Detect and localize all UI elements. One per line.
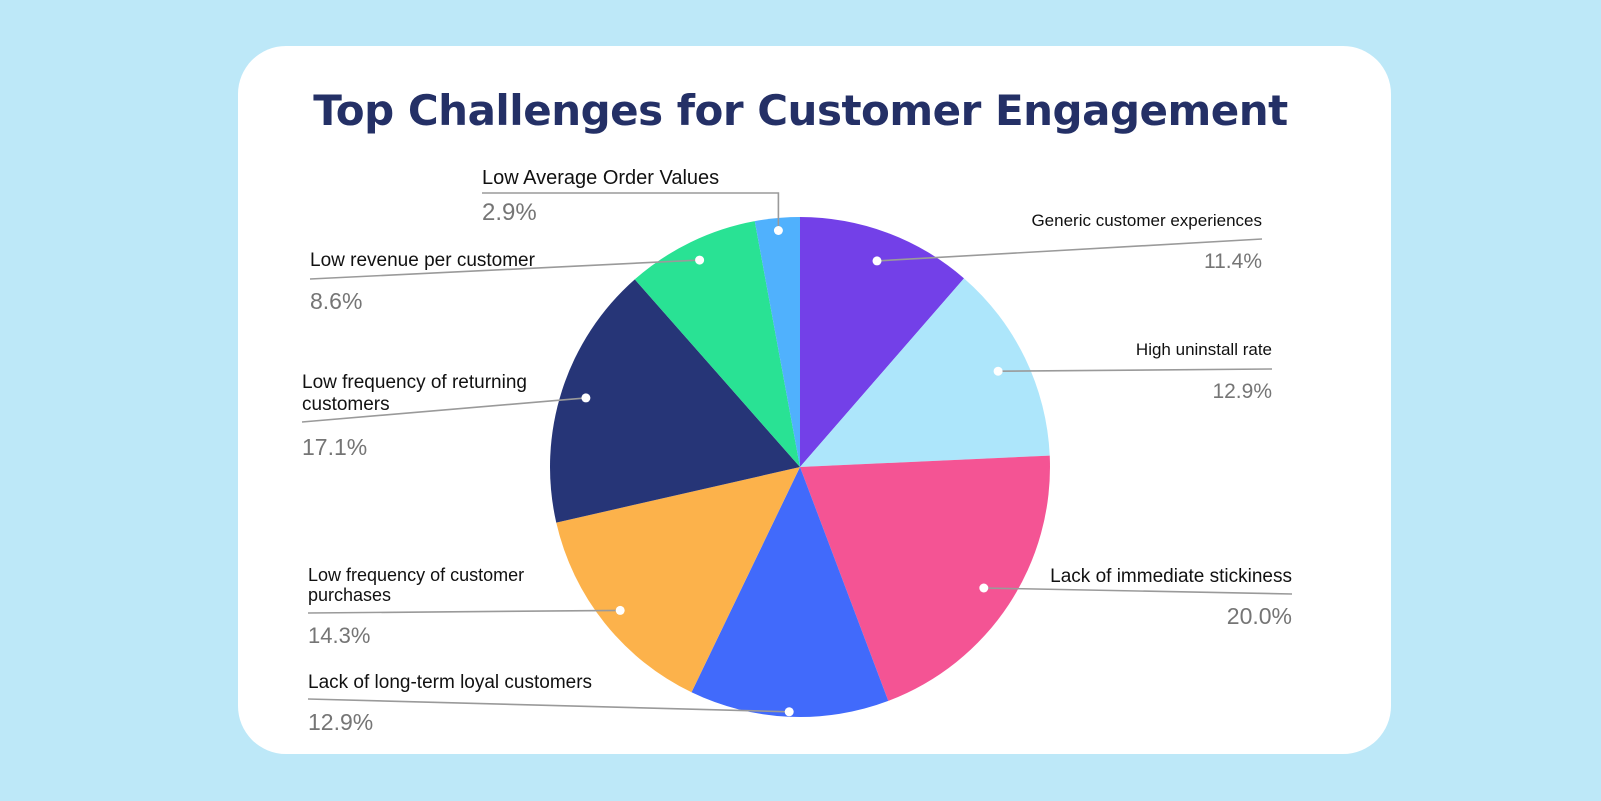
slice-value-low-revenue-per-customer: 8.6% <box>310 288 362 314</box>
slice-value-low-frequency-of-returning-customers: 17.1% <box>302 434 367 460</box>
leader-dot-low-average-order-values <box>773 226 783 235</box>
chart-title: Top Challenges for Customer Engagement <box>313 86 1288 135</box>
leader-line-low-average-order-values <box>482 192 780 231</box>
pie-slice-low-revenue-per-customer <box>634 221 800 467</box>
leader-dot-lack-of-immediate-stickiness <box>979 583 989 593</box>
slice-value-lack-of-immediate-stickiness: 20.0% <box>1227 603 1292 629</box>
slice-label-lack-of-immediate-stickiness: Lack of immediate stickiness <box>1050 566 1292 587</box>
slice-value-low-frequency-of-customer-purchases: 14.3% <box>308 623 370 648</box>
pie-slice-lack-of-long-term-loyal-customers <box>691 467 889 717</box>
leader-line-lack-of-immediate-stickiness <box>983 587 1293 595</box>
slice-label-low-revenue-per-customer: Low revenue per customer <box>310 250 536 271</box>
pie-slice-low-frequency-of-customer-purchases <box>556 467 800 693</box>
slice-value-high-uninstall-rate: 12.9% <box>1212 380 1272 403</box>
leader-dot-low-revenue-per-customer <box>695 255 705 265</box>
slice-label-lack-of-long-term-loyal-customers: Lack of long-term loyal customers <box>308 672 592 693</box>
leader-line-low-revenue-per-customer <box>309 259 700 280</box>
pie-slice-generic-customer-experiences <box>800 217 965 467</box>
slice-label-generic-customer-experiences: Generic customer experiences <box>1031 211 1262 230</box>
slice-value-lack-of-long-term-loyal-customers: 12.9% <box>308 709 373 735</box>
slice-label-low-average-order-values: Low Average Order Values <box>482 167 719 189</box>
leader-dot-high-uninstall-rate <box>993 366 1003 376</box>
slice-label-high-uninstall-rate: High uninstall rate <box>1136 340 1272 359</box>
pie-slice-low-frequency-of-returning-customers <box>550 279 800 523</box>
leader-dot-lack-of-long-term-loyal-customers <box>784 707 794 717</box>
leader-line-low-frequency-of-returning-customers <box>301 397 586 423</box>
slice-value-generic-customer-experiences: 11.4% <box>1204 250 1262 273</box>
leader-line-low-frequency-of-customer-purchases <box>307 609 621 614</box>
slice-value-low-average-order-values: 2.9% <box>482 199 537 226</box>
leader-dot-low-frequency-of-returning-customers <box>581 393 591 403</box>
leader-line-lack-of-long-term-loyal-customers <box>307 698 790 713</box>
pie-slice-low-average-order-values <box>754 216 800 467</box>
pie-slice-high-uninstall-rate <box>800 278 1050 467</box>
pie-slice-lack-of-immediate-stickiness <box>800 455 1050 701</box>
leader-line-high-uninstall-rate <box>998 368 1273 372</box>
leader-line-generic-customer-experiences <box>876 238 1263 262</box>
leader-dot-generic-customer-experiences <box>872 256 882 266</box>
leader-dot-low-frequency-of-customer-purchases <box>615 605 625 615</box>
